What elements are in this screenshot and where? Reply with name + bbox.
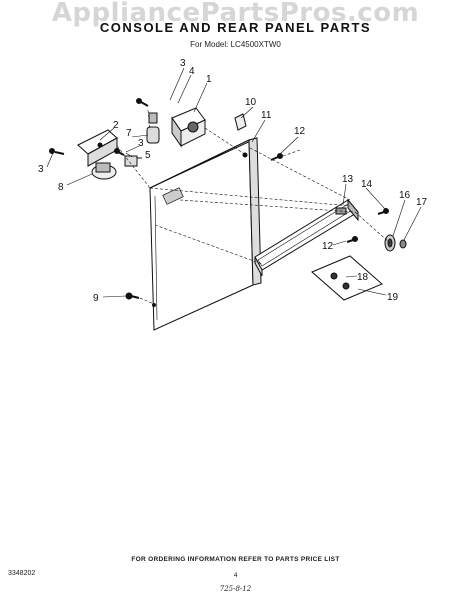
callout-4: 4 (189, 66, 195, 77)
callout-18: 18 (357, 272, 369, 283)
callout-1: 1 (206, 74, 212, 85)
screw-3-top (136, 98, 149, 107)
handwritten-note: 725-8-12 (219, 585, 252, 593)
callout-11: 11 (261, 110, 272, 121)
callout-5: 5 (145, 150, 151, 161)
small-switch (146, 112, 160, 144)
callout-14: 14 (361, 179, 373, 190)
callout-10: 10 (245, 97, 257, 108)
callout-3-left: 3 (38, 164, 44, 175)
callout-8: 8 (58, 182, 64, 193)
screw-12-lower (346, 236, 358, 243)
callout-12-upper: 12 (294, 126, 306, 137)
callout-13: 13 (342, 174, 354, 185)
screw-9 (125, 292, 140, 300)
access-cover (311, 255, 383, 301)
knob-assembly (384, 234, 407, 252)
clip-10 (234, 113, 247, 131)
control-switch (91, 162, 117, 180)
page-title: CONSOLE AND REAR PANEL PARTS (99, 20, 372, 35)
document-number: 3348202 (8, 570, 36, 577)
assembly-lines (116, 109, 391, 305)
callout-3-top: 3 (180, 58, 186, 69)
rear-panel (149, 137, 262, 331)
watermark: AppliancePartsPros.com (51, 0, 420, 28)
switch-5 (124, 155, 142, 167)
model-label: For Model: LC4500XTW0 (190, 40, 281, 49)
callout-12-lower: 12 (322, 241, 334, 252)
callout-labels: 3 4 1 2 7 3 5 3 8 9 10 11 12 13 14 16 17… (38, 58, 428, 304)
callout-3-center: 3 (138, 138, 144, 149)
console-bracket (254, 198, 359, 277)
callout-19: 19 (387, 292, 399, 303)
callout-2: 2 (113, 120, 119, 131)
terminal-block (171, 107, 206, 148)
callout-9: 9 (93, 293, 99, 304)
page-number: 4 (233, 572, 238, 579)
screw-14 (377, 208, 389, 215)
callout-17: 17 (416, 197, 428, 208)
screw-3-center (114, 148, 125, 156)
callout-7: 7 (126, 128, 132, 139)
ordering-info-footer: FOR ORDERING INFORMATION REFER TO PARTS … (131, 556, 340, 563)
mounting-bracket (77, 129, 118, 167)
screw-12-upper (270, 153, 283, 161)
screw-3-left (49, 148, 65, 155)
leader-lines (46, 67, 422, 298)
callout-16: 16 (399, 190, 411, 201)
